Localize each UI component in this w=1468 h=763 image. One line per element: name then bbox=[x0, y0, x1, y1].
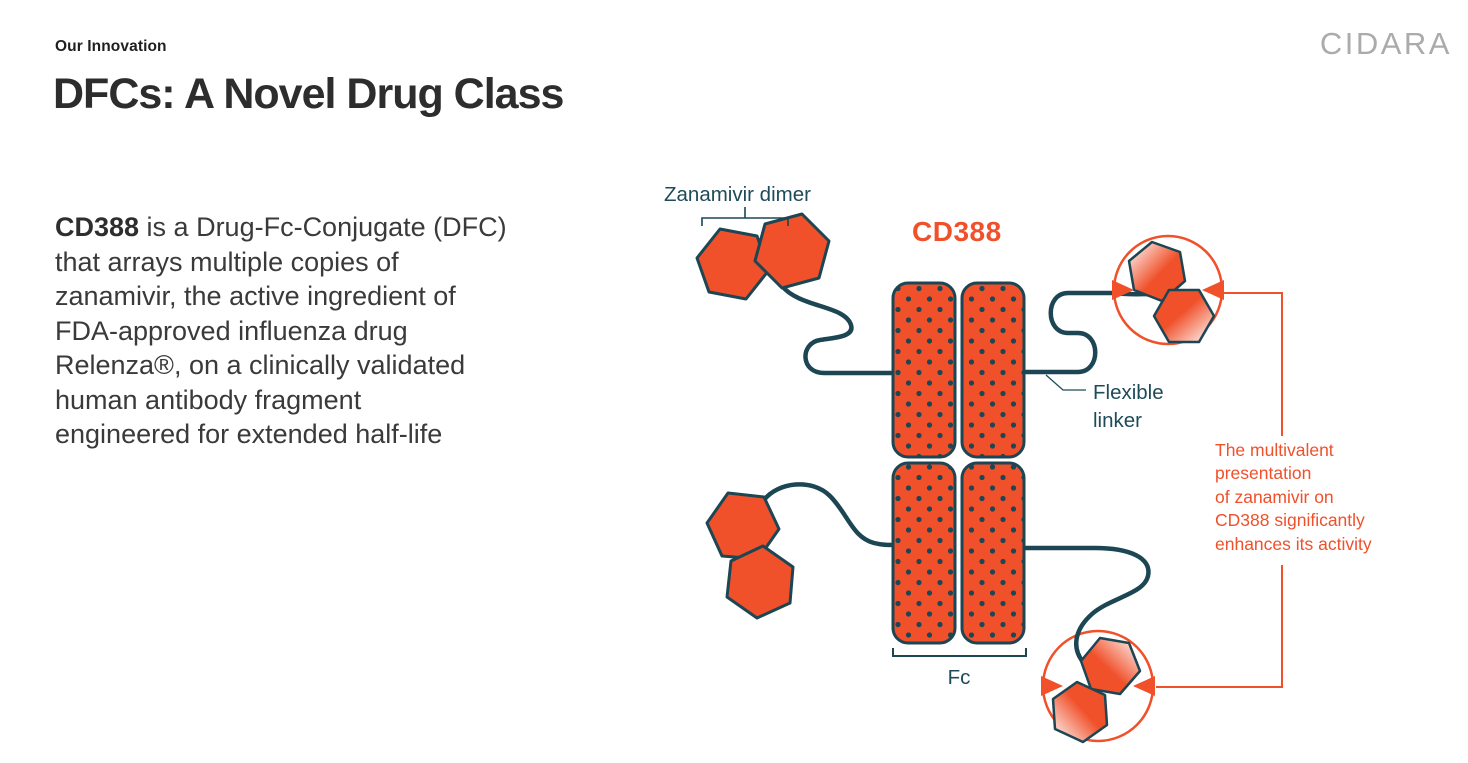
fc-bracket bbox=[892, 648, 1027, 657]
fc-pill bbox=[891, 281, 957, 459]
annotation-line: of zanamivir on bbox=[1215, 487, 1334, 507]
description-line: human antibody fragment bbox=[55, 384, 362, 415]
zanamivir-dimer-label: Zanamivir dimer bbox=[664, 183, 811, 206]
description-line: zanamivir, the active ingredient of bbox=[55, 281, 456, 311]
description-bold-lead: CD388 bbox=[55, 212, 140, 242]
annotation-line: presentation bbox=[1215, 463, 1311, 483]
fc-domain-pills bbox=[891, 281, 1026, 645]
description-line: CD388 is a Drug-Fc-Conjugate (DFC) bbox=[55, 210, 565, 245]
fc-pill bbox=[891, 461, 957, 645]
zoomed-zanamivir-dimer-top bbox=[1127, 240, 1216, 344]
flexible-linker-label-line2: linker bbox=[1093, 409, 1142, 432]
linker-curve-lower-left bbox=[761, 482, 898, 548]
description-paragraph: CD388 is a Drug-Fc-Conjugate (DFC) that … bbox=[55, 210, 565, 452]
zoomed-zanamivir-dimer-bottom bbox=[1051, 636, 1142, 744]
description-line: Relenza®, on a clinically validated bbox=[55, 350, 466, 380]
zanamivir-hexagon bbox=[753, 212, 831, 290]
flexible-linker-pointer bbox=[1045, 374, 1086, 391]
molecule-name-label: CD388 bbox=[912, 216, 1002, 247]
zoom-arrow-left-icon bbox=[1041, 676, 1063, 696]
zoomed-hexagon bbox=[1051, 680, 1109, 744]
linker-curve-upper-right bbox=[1022, 290, 1171, 375]
annotation-connector-top bbox=[1222, 292, 1283, 436]
flexible-linker-label-line1: Flexible bbox=[1093, 381, 1164, 404]
multivalent-annotation: The multivalent presentation of zanamivi… bbox=[1215, 440, 1372, 554]
annotation-line: enhances its activity bbox=[1215, 534, 1372, 554]
description-line: engineered for extended half-life bbox=[55, 419, 443, 449]
linker-curve-upper-left bbox=[779, 283, 898, 376]
annotation-line: The multivalent bbox=[1215, 440, 1334, 460]
fc-pill bbox=[960, 281, 1026, 459]
zanamivir-dimer-top-left bbox=[695, 212, 831, 301]
zanamivir-hexagon bbox=[725, 544, 795, 620]
annotation-line: CD388 significantly bbox=[1215, 510, 1365, 530]
zoom-arrow-left-icon bbox=[1112, 280, 1134, 300]
page-title: DFCs: A Novel Drug Class bbox=[53, 70, 564, 118]
zoomed-hexagon bbox=[1152, 288, 1216, 344]
zanamivir-dimer-bracket bbox=[701, 207, 789, 226]
zoom-arrow-right-icon bbox=[1202, 280, 1224, 300]
description-line: FDA-approved influenza drug bbox=[55, 315, 408, 346]
eyebrow: Our Innovation bbox=[55, 38, 167, 55]
zoomed-hexagon bbox=[1079, 636, 1142, 696]
fc-label: Fc bbox=[948, 666, 971, 689]
description-line: that arrays multiple copies of bbox=[55, 246, 399, 277]
zanamivir-dimer-bottom-left bbox=[705, 491, 795, 620]
zoom-arrow-right-icon bbox=[1133, 676, 1155, 696]
cidara-logo: CIDARA bbox=[1319, 26, 1452, 61]
fc-pill bbox=[960, 461, 1026, 645]
annotation-connector-bottom bbox=[1156, 565, 1283, 688]
description-line1-rest: is a Drug-Fc-Conjugate (DFC) bbox=[139, 212, 507, 242]
zanamivir-hexagon bbox=[695, 227, 771, 301]
